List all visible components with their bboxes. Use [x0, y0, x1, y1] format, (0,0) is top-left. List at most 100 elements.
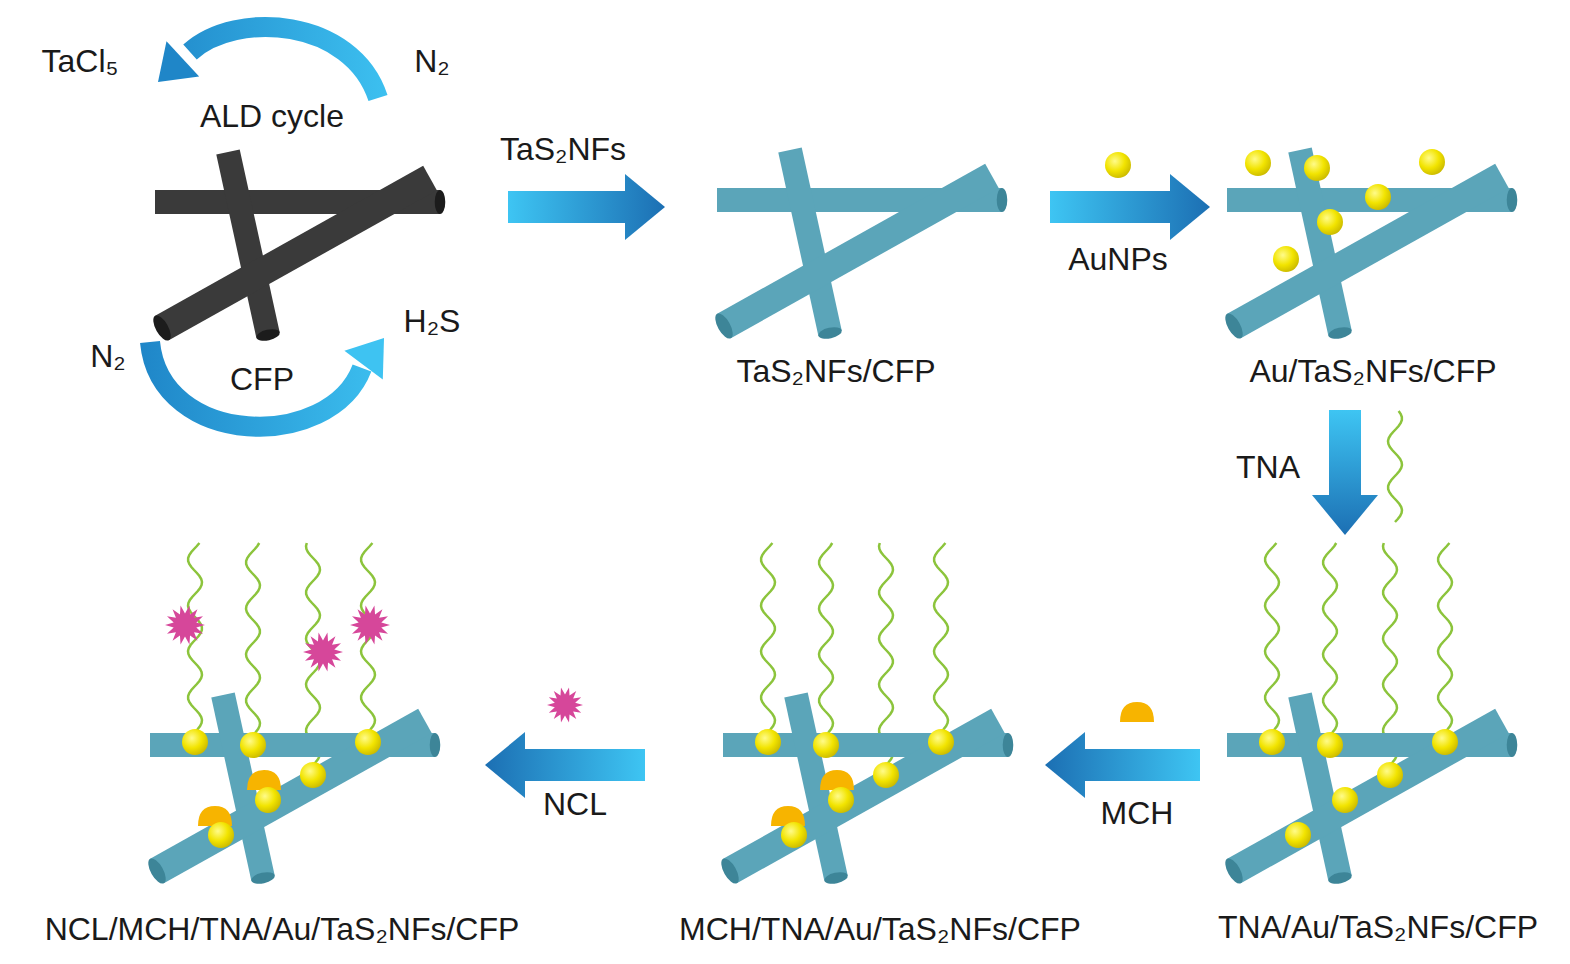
tna-strand	[1383, 543, 1397, 765]
ncl-target	[303, 633, 343, 672]
gold-nanoparticle	[1377, 762, 1403, 788]
step-label: TNA	[1236, 450, 1300, 485]
step-label: TaS₂NFs	[500, 132, 626, 167]
stage-caption: NCL/MCH/TNA/Au/TaS₂NFs/CFP	[45, 912, 520, 947]
stage-caption: CFP	[230, 362, 294, 397]
stage-figure: TaS₂NFs/CFP	[712, 148, 1005, 338]
mch-molecule	[198, 806, 232, 826]
tna-strand	[879, 543, 893, 765]
arrow-head	[625, 174, 665, 240]
arrow-shaft	[1329, 410, 1361, 495]
carbon-fiber-paper	[150, 152, 445, 343]
fiber-end	[435, 190, 446, 214]
tna-strand	[246, 543, 260, 735]
carbon-fiber-paper	[1222, 150, 1517, 341]
gold-nanoparticle	[355, 729, 381, 755]
arrow-shaft	[508, 191, 625, 223]
gold-nanoparticle	[255, 787, 281, 813]
fiber	[724, 176, 992, 326]
process-arrow	[508, 174, 665, 240]
ncl-target	[165, 606, 205, 645]
gold-nanoparticle	[755, 729, 781, 755]
gold-nanoparticle	[300, 762, 326, 788]
arrow-head	[1170, 174, 1210, 240]
process-label: N₂	[90, 339, 126, 374]
tna-strand	[1323, 543, 1337, 735]
gold-nanoparticle	[1273, 246, 1299, 272]
tna-strand	[1388, 411, 1402, 522]
mch-molecule	[247, 770, 281, 790]
gold-nanoparticle	[1245, 150, 1271, 176]
arrow-head	[1312, 495, 1378, 535]
fiber-end	[718, 856, 742, 886]
tna-strand	[1265, 543, 1279, 732]
fiber-end	[712, 311, 736, 341]
stage-figure: Au/TaS₂NFs/CFP	[1222, 148, 1515, 338]
process-label: N₂	[414, 44, 450, 79]
fiber-end	[430, 733, 441, 757]
process-label: H₂S	[404, 304, 461, 339]
process-arrow	[1050, 174, 1210, 240]
stage-caption: Au/TaS₂NFs/CFP	[1249, 354, 1496, 389]
fiber-end	[997, 188, 1008, 212]
stage-figure: NCL/MCH/TNA/Au/TaS₂NFs/CFP	[150, 535, 443, 875]
fiber	[1234, 721, 1502, 871]
mch-molecule	[1120, 702, 1154, 722]
fiber-end	[250, 870, 276, 885]
fiber-end	[1507, 733, 1518, 757]
gold-nanoparticle	[1332, 787, 1358, 813]
step-label: AuNPs	[1068, 242, 1168, 277]
carbon-fiber-paper	[1222, 695, 1517, 886]
gold-nanoparticle	[1365, 184, 1391, 210]
fiber-end	[1327, 325, 1353, 340]
stage-caption: TNA/Au/TaS₂NFs/CFP	[1218, 910, 1538, 945]
arrow-head	[158, 41, 199, 82]
process-label: ALD cycle	[200, 99, 344, 134]
arrow-head	[344, 338, 384, 380]
arrow-shaft	[1085, 749, 1200, 781]
mch-molecule	[771, 806, 805, 826]
fiber	[1234, 176, 1502, 326]
ncl-target	[547, 687, 583, 722]
gold-nanoparticle	[1285, 822, 1311, 848]
fiber-end	[1222, 856, 1246, 886]
stage-caption: MCH/TNA/Au/TaS₂NFs/CFP	[679, 912, 1081, 947]
gold-nanoparticle	[1432, 729, 1458, 755]
ncl-target	[350, 606, 390, 645]
gold-nanoparticle	[208, 822, 234, 848]
fiber	[162, 178, 430, 328]
fiber-end	[823, 870, 849, 885]
gold-nanoparticle	[182, 729, 208, 755]
fiber	[1300, 150, 1340, 333]
fiber	[730, 721, 998, 871]
fiber-end	[817, 325, 843, 340]
arrow-shaft	[525, 749, 645, 781]
process-arrow	[1312, 410, 1378, 535]
gold-nanoparticle	[873, 762, 899, 788]
tna-strand	[819, 543, 833, 735]
gold-nanoparticle	[240, 732, 266, 758]
gold-nanoparticle	[1419, 149, 1445, 175]
carbon-fiber-paper	[718, 695, 1013, 886]
fiber-end	[145, 856, 169, 886]
gold-nanoparticle	[1105, 152, 1131, 178]
gold-nanoparticle	[781, 822, 807, 848]
arrow-shaft	[1050, 191, 1170, 223]
carbon-fiber-paper	[712, 150, 1007, 341]
tna-strand	[761, 543, 775, 732]
gold-nanoparticle	[828, 787, 854, 813]
fiber-end	[255, 327, 281, 342]
stage-figure: MCH/TNA/Au/TaS₂NFs/CFP	[718, 535, 1011, 875]
fiber	[790, 150, 830, 333]
fiber	[157, 721, 425, 871]
gold-nanoparticle	[1317, 732, 1343, 758]
step-label: NCL	[543, 787, 607, 822]
gold-nanoparticle	[1304, 155, 1330, 181]
gold-nanoparticle	[1259, 729, 1285, 755]
process-arrow	[1045, 732, 1200, 798]
gold-nanoparticle	[813, 732, 839, 758]
tna-strand	[1438, 543, 1452, 732]
step-label: MCH	[1101, 796, 1174, 831]
